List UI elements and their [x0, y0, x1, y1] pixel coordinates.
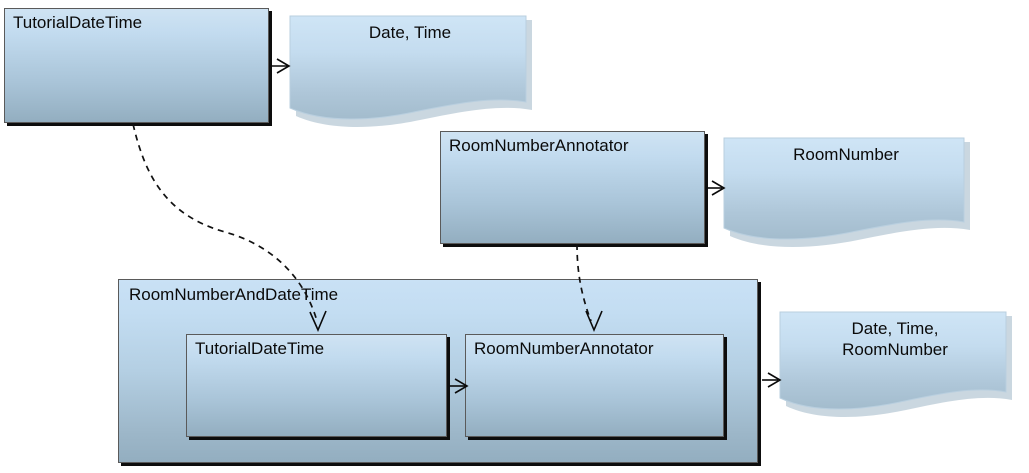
document-shape-icon — [289, 15, 532, 127]
process-box-label: RoomNumberAnnotator — [449, 136, 629, 155]
process-box-label: TutorialDateTime — [13, 13, 143, 32]
container-label: RoomNumberAndDateTime — [129, 285, 339, 304]
connector-tutorial-to-datetime — [270, 58, 291, 74]
document-shape-icon — [723, 137, 970, 247]
document-shape-icon — [779, 311, 1012, 417]
process-box-tutorial-date-time-top[interactable]: TutorialDateTime — [4, 8, 269, 123]
document-date-time[interactable]: Date, Time — [288, 14, 532, 127]
process-box-room-number-annotator-inner[interactable]: RoomNumberAnnotator — [465, 334, 724, 437]
process-box-room-number-annotator-top[interactable]: RoomNumberAnnotator — [440, 131, 705, 244]
process-box-label: RoomNumberAnnotator — [474, 339, 654, 358]
process-box-tutorial-date-time-inner[interactable]: TutorialDateTime — [186, 334, 447, 437]
process-box-label: TutorialDateTime — [195, 339, 325, 358]
document-room-number[interactable]: RoomNumber — [722, 136, 970, 247]
document-date-time-room-number[interactable]: Date, Time, RoomNumber — [778, 310, 1012, 417]
